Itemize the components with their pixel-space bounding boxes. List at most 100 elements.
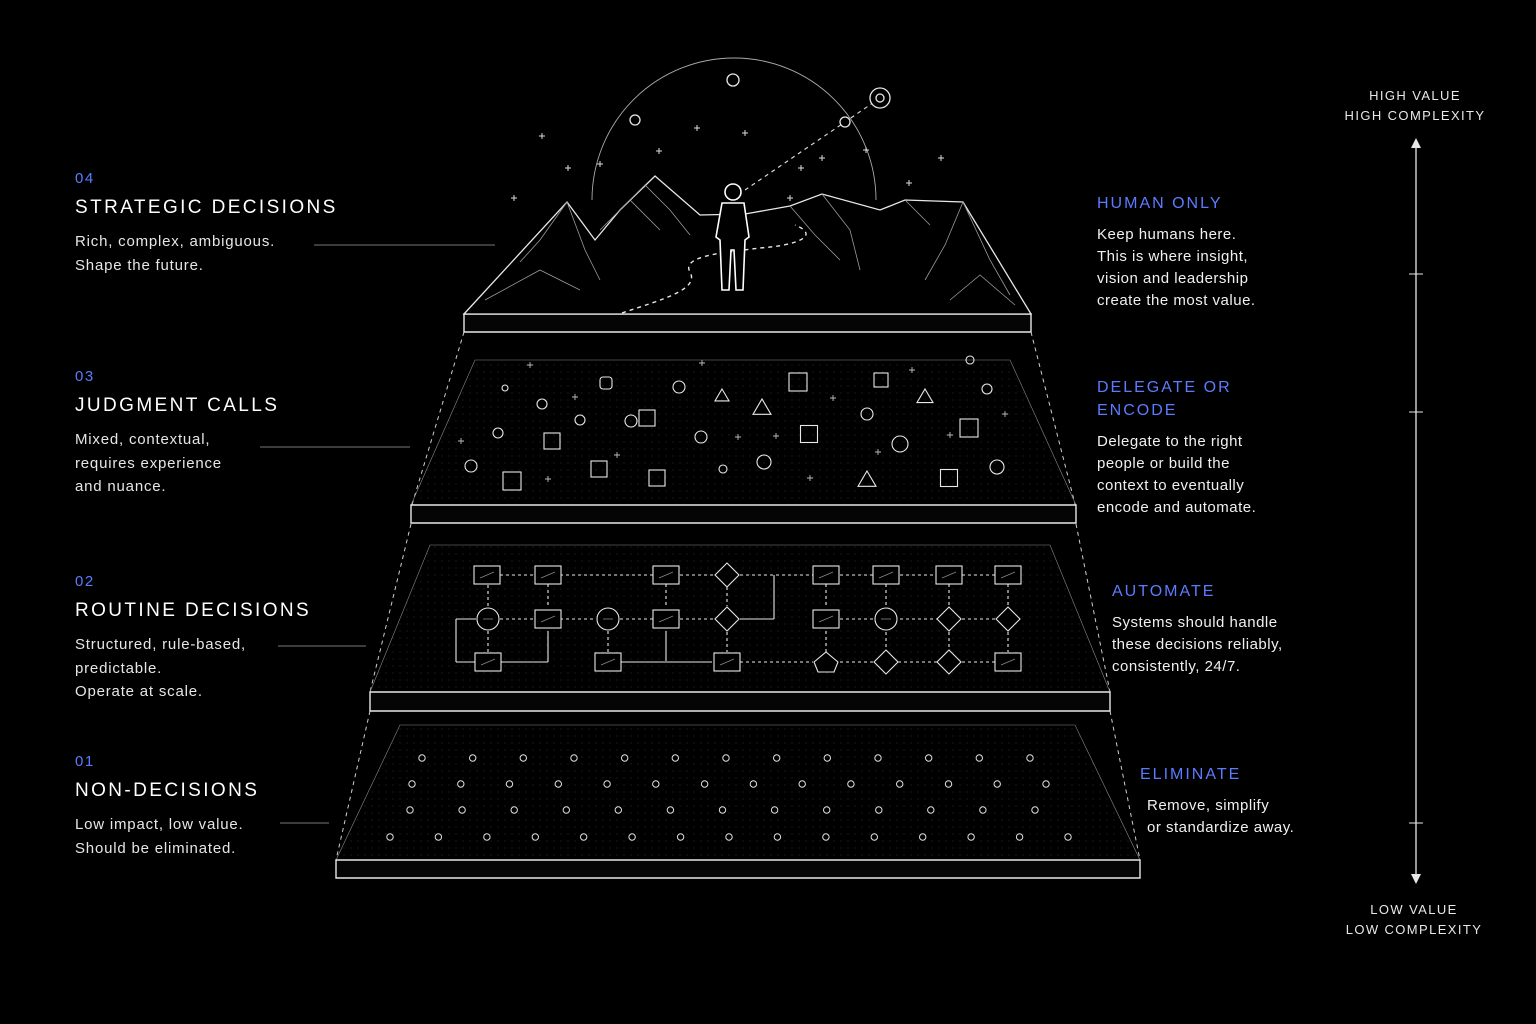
dot-node bbox=[896, 780, 904, 788]
star-icon bbox=[694, 125, 700, 131]
dot-node bbox=[993, 780, 1001, 788]
action-description: Delegate to the right people or build th… bbox=[1097, 433, 1257, 516]
circle-shape bbox=[891, 435, 909, 453]
action-title: ELIMINATE bbox=[1140, 766, 1242, 783]
dot-node bbox=[1026, 754, 1034, 762]
plus-mark bbox=[572, 394, 578, 400]
square-shape bbox=[959, 418, 979, 438]
square-shape bbox=[939, 468, 959, 488]
star-icon bbox=[656, 148, 662, 154]
dot-node bbox=[505, 780, 514, 788]
star-icon bbox=[597, 161, 603, 167]
dot-node bbox=[773, 754, 781, 762]
node-scribble bbox=[540, 615, 556, 623]
pyramid-edges bbox=[335, 331, 1141, 861]
circle-shape bbox=[989, 459, 1005, 475]
square-shape bbox=[873, 372, 889, 388]
dot-node bbox=[531, 833, 539, 841]
square-shape bbox=[599, 376, 613, 390]
square-shape bbox=[543, 432, 561, 450]
tier-title: ROUTINE DECISIONS bbox=[75, 600, 312, 621]
node-scribble bbox=[658, 615, 674, 623]
node-scribble bbox=[878, 571, 894, 579]
plus-mark bbox=[773, 433, 779, 439]
square-shape bbox=[648, 469, 666, 487]
square-shape bbox=[799, 424, 819, 444]
axis-top-label: HIGH VALUE HIGH COMPLEXITY bbox=[1315, 86, 1515, 126]
dot-node bbox=[603, 780, 611, 788]
tier-number: 02 bbox=[75, 573, 95, 590]
trajectory-line bbox=[744, 97, 881, 191]
flowchart-node-icon bbox=[813, 651, 839, 673]
node-scribble bbox=[818, 615, 834, 623]
dot-node bbox=[570, 754, 578, 762]
node-scribble bbox=[479, 571, 495, 579]
tier-description: Low impact, low value. Should be elimina… bbox=[75, 816, 244, 857]
dot-node bbox=[925, 754, 933, 762]
axis-bottom-line1: LOW VALUE bbox=[1370, 902, 1458, 917]
dot-node bbox=[773, 833, 782, 841]
circle-shape bbox=[574, 414, 586, 426]
tier-01-label: 01 NON-DECISIONS Low impact, low value. … bbox=[75, 753, 375, 860]
layer-02-slab bbox=[369, 544, 1111, 712]
dot-node bbox=[580, 833, 588, 841]
action-title: DELEGATE OR ENCODE bbox=[1097, 379, 1232, 419]
tier-title: STRATEGIC DECISIONS bbox=[75, 197, 338, 218]
action-title: HUMAN ONLY bbox=[1097, 195, 1223, 212]
dot-node bbox=[822, 833, 830, 841]
plus-mark bbox=[947, 432, 953, 438]
tier-number: 01 bbox=[75, 753, 95, 770]
layer-03-slab bbox=[410, 355, 1077, 524]
star-icon bbox=[906, 180, 912, 186]
flowchart-node-icon bbox=[714, 606, 740, 632]
plus-mark bbox=[735, 434, 741, 440]
mountain-icon bbox=[462, 175, 1033, 315]
node-scribble bbox=[1000, 658, 1016, 666]
dot-node bbox=[671, 754, 679, 762]
dot-node bbox=[725, 833, 733, 841]
plus-mark bbox=[1002, 411, 1008, 417]
star-icon bbox=[511, 195, 517, 201]
tier-description: Rich, complex, ambiguous. Shape the futu… bbox=[75, 233, 276, 274]
node-scribble bbox=[658, 571, 674, 579]
dot-node bbox=[979, 806, 987, 814]
tier-04-label: 04 STRATEGIC DECISIONS Rich, complex, am… bbox=[75, 170, 375, 277]
dot-node bbox=[614, 806, 622, 814]
dot-node bbox=[386, 833, 394, 841]
dot-node bbox=[666, 806, 675, 814]
dot-node bbox=[562, 806, 570, 814]
plus-mark bbox=[527, 362, 533, 368]
triangle-shape bbox=[752, 397, 772, 415]
node-scribble bbox=[600, 658, 616, 666]
action-eliminate: ELIMINATE Remove, simplify or standardiz… bbox=[1140, 763, 1380, 839]
action-human-only: HUMAN ONLY Keep humans here. This is whe… bbox=[1097, 192, 1337, 312]
dot-node bbox=[1031, 806, 1039, 814]
action-title: AUTOMATE bbox=[1112, 583, 1216, 600]
axis-bottom-line2: LOW COMPLEXITY bbox=[1345, 922, 1483, 937]
flowchart-node-icon bbox=[936, 649, 962, 675]
star-icon bbox=[938, 155, 944, 161]
square-shape bbox=[590, 460, 608, 478]
action-description: Systems should handle these decisions re… bbox=[1112, 614, 1283, 675]
human-figure-icon bbox=[715, 183, 750, 291]
plus-mark bbox=[545, 476, 551, 482]
leader-lines bbox=[260, 244, 495, 824]
circle-shape bbox=[981, 383, 993, 395]
star-icon bbox=[787, 195, 793, 201]
star-icon bbox=[539, 133, 545, 139]
dot-node bbox=[770, 806, 779, 814]
circle-shape bbox=[860, 407, 874, 421]
dot-node bbox=[875, 806, 883, 814]
circle-shape bbox=[694, 430, 708, 444]
dot-node bbox=[652, 780, 660, 788]
circle-shape bbox=[501, 384, 509, 392]
circle-shape bbox=[492, 427, 504, 439]
action-delegate-or-encode: DELEGATE OR ENCODE Delegate to the right… bbox=[1097, 376, 1257, 519]
dot-node bbox=[975, 754, 983, 762]
non-decision-dot-grid bbox=[386, 754, 1072, 841]
action-description: Keep humans here. This is where insight,… bbox=[1097, 226, 1256, 309]
flowchart-node-icon bbox=[995, 606, 1021, 632]
dot-node bbox=[406, 806, 414, 814]
dot-node bbox=[927, 806, 935, 814]
